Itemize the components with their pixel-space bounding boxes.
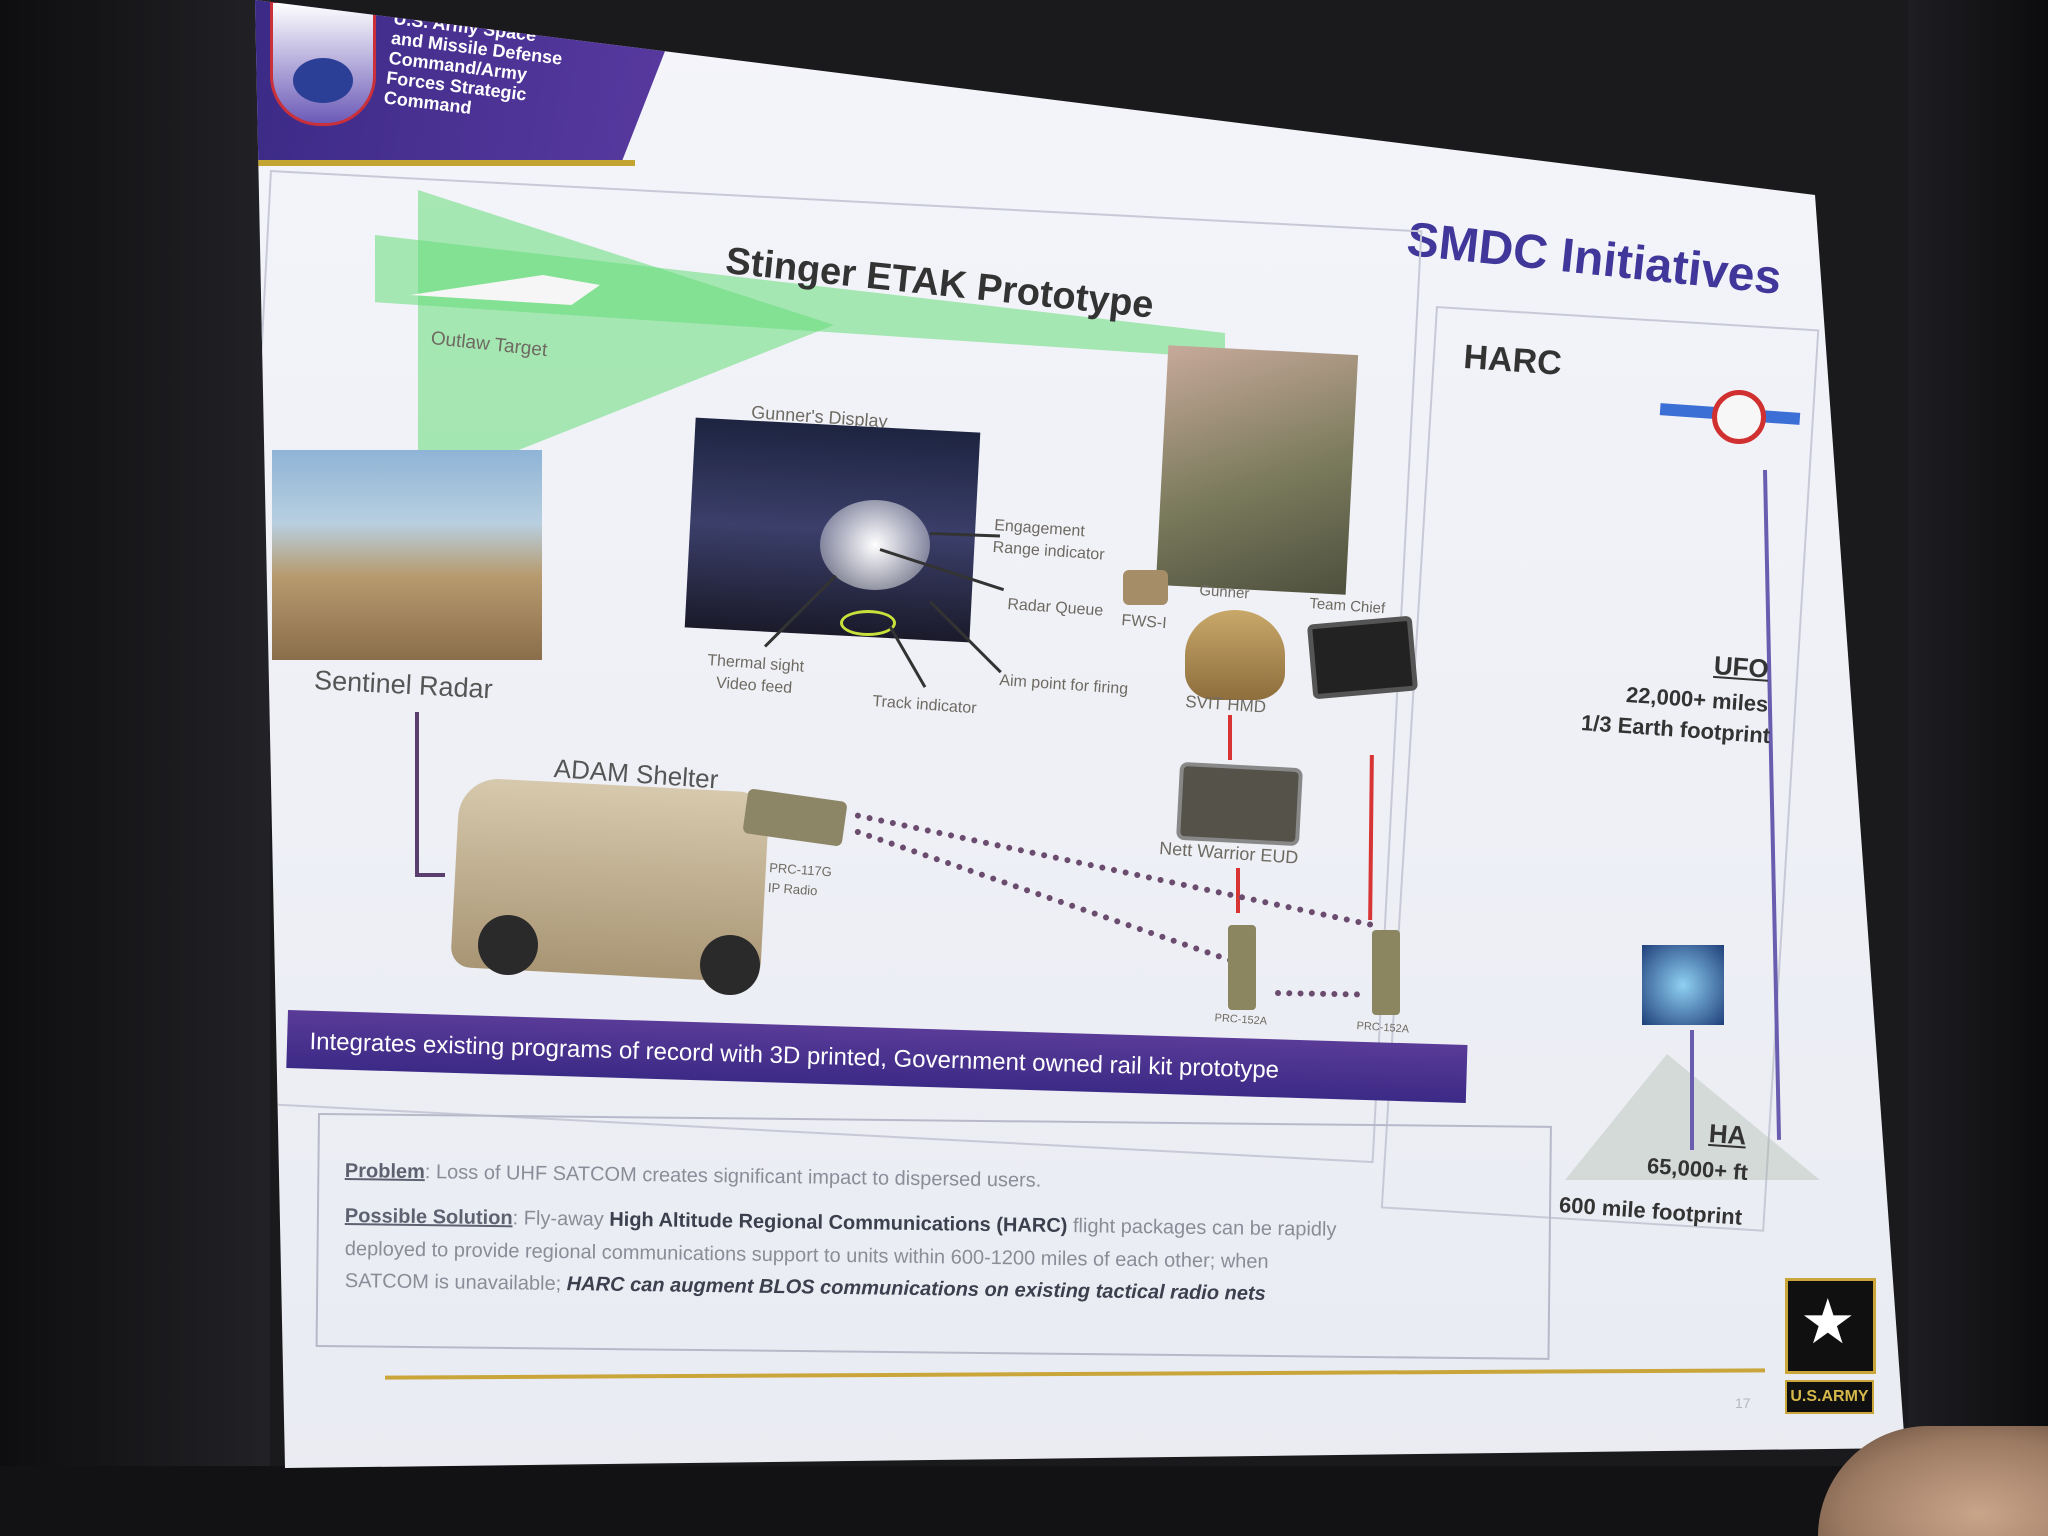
eud-radio-link-arrow — [1236, 868, 1240, 913]
ha-label: HA — [1707, 1118, 1748, 1151]
fws-i-sight-icon — [1123, 570, 1168, 605]
hmd-eud-link-arrow — [1228, 715, 1232, 760]
ufo-label: UFO — [1712, 650, 1770, 684]
room-floor — [0, 1466, 2048, 1536]
no-satcom-icon — [1712, 390, 1766, 444]
problem-label: Problem — [344, 1160, 426, 1184]
ha-balloon-icon — [1642, 945, 1724, 1025]
smdc-emblem-icon — [270, 0, 376, 126]
humvee-wheel-front-icon — [478, 915, 538, 975]
nett-warrior-eud-icon — [1176, 761, 1303, 847]
room-wall-left — [0, 0, 270, 1536]
harc-title: HARC — [1462, 338, 1563, 383]
engagement-range-label: Engagement Range indicator — [992, 516, 1106, 564]
solution-label: Possible Solution — [344, 1205, 513, 1230]
footer-gold-line — [384, 1368, 1766, 1380]
prc-117g-label: PRC-117G IP Radio — [767, 859, 833, 899]
fws-i-label: FWS-I — [1120, 612, 1168, 633]
prc-152a-radio-right-icon — [1372, 930, 1400, 1015]
ha-altitude-line — [1690, 1030, 1694, 1150]
army-star-logo-icon — [1785, 1278, 1876, 1374]
team-chief-tablet-icon — [1306, 615, 1419, 700]
header-gold-stripe — [255, 160, 635, 166]
army-star-icon: ★ — [1800, 1288, 1856, 1357]
svit-hmd-helmet-icon — [1185, 610, 1285, 700]
track-indicator-ring — [840, 610, 896, 636]
gunner-team-photo — [1155, 345, 1359, 595]
gunner-label: Gunner — [1198, 582, 1250, 603]
slide-title: SMDC Initiatives — [1404, 212, 1784, 306]
radar-to-shelter-line — [415, 712, 419, 877]
thermal-sight-label: Thermal sight Video feed — [706, 651, 805, 697]
humvee-wheel-rear-icon — [700, 935, 760, 995]
engagement-glow — [820, 500, 930, 590]
room-wall-right — [1908, 0, 2048, 1536]
radar-to-shelter-elbow — [415, 873, 445, 877]
sentinel-radar-photo — [272, 450, 542, 660]
prc-152a-radio-left-icon — [1228, 925, 1256, 1010]
army-wordmark: U.S.ARMY — [1785, 1380, 1874, 1414]
slide-number: 17 — [1735, 1395, 1751, 1411]
problem-solution-box — [315, 1113, 1552, 1360]
